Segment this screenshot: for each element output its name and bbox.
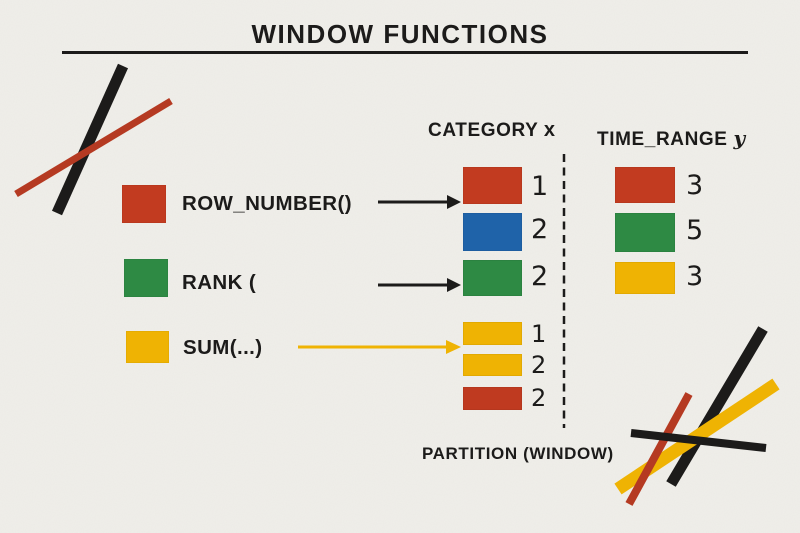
legend-label-sum: SUM(...) (183, 336, 263, 359)
decorative-yellow-bar-bottom-right (614, 378, 780, 495)
window-cell-yellow-2 (463, 354, 522, 376)
title-underline (62, 51, 748, 54)
window-cell-red (463, 387, 522, 410)
decorative-black-crossbar-bottom-right (630, 429, 767, 452)
time-range-value-1: 5 (686, 215, 704, 246)
category-cell-red (463, 167, 522, 204)
window-value-2: 2 (531, 384, 547, 412)
decorative-black-bar-bottom-right (666, 326, 768, 487)
time-range-cell-red (615, 167, 675, 203)
row-number-arrow-head-icon (447, 195, 461, 209)
category-header-text: CATEGORY (428, 120, 539, 141)
legend-label-rank: RANK ( (182, 271, 257, 294)
time-range-value-0: 3 (686, 170, 704, 201)
decorative-red-bar-bottom-right (625, 392, 693, 506)
time-range-column-header: TIME_RANGE y (597, 126, 746, 151)
time-range-header-text: TIME_RANGE (597, 129, 728, 150)
legend-swatch-sum (126, 331, 169, 363)
category-value-0: 1 (531, 171, 549, 202)
legend-swatch-rank (124, 259, 168, 297)
category-cell-blue (463, 213, 522, 251)
time-range-value-2: 3 (686, 261, 704, 292)
time-range-header-variable: y (733, 126, 746, 150)
sum-arrow-head-icon (446, 340, 461, 354)
category-column-header: CATEGORY x (428, 119, 556, 142)
window-value-0: 1 (531, 320, 547, 348)
decorative-black-bar-top-left (51, 63, 129, 216)
decorative-red-bar-top-left (14, 97, 173, 198)
category-value-1: 2 (531, 214, 549, 245)
category-header-variable: x (543, 119, 556, 141)
legend-swatch-row-number (122, 185, 166, 223)
partition-window-label: PARTITION (WINDOW) (422, 444, 614, 463)
rank-arrow-head-icon (447, 278, 461, 292)
time-range-cell-yellow (615, 262, 675, 294)
window-value-1: 2 (531, 351, 547, 379)
legend-label-row-number: ROW_NUMBER() (182, 192, 352, 215)
window-cell-yellow-1 (463, 322, 522, 345)
category-value-2: 2 (531, 261, 549, 292)
category-cell-green (463, 260, 522, 296)
time-range-cell-green (615, 213, 675, 252)
page-title: WINDOW FUNCTIONS (251, 19, 549, 49)
